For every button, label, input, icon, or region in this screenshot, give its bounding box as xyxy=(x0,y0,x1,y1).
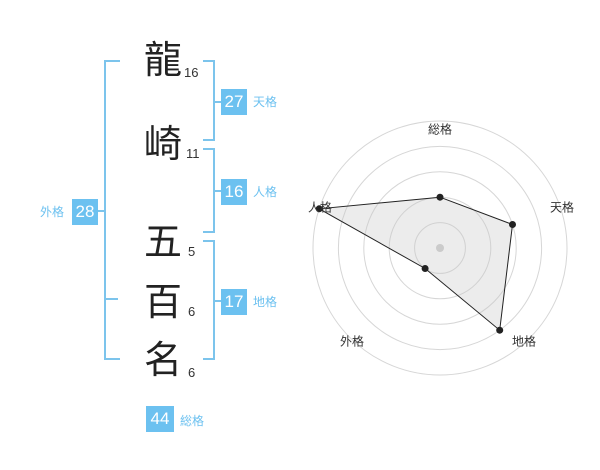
radar-axis-label: 地格 xyxy=(512,334,536,349)
name-char-4: 百 xyxy=(143,280,182,324)
jinkaku-connector xyxy=(213,190,221,192)
radar-value-polygon xyxy=(317,196,514,332)
jinkaku-label: 人格 xyxy=(253,185,278,199)
gaikaku-connector xyxy=(98,210,106,212)
radar-axis-label: 天格 xyxy=(550,200,574,215)
radar-point-4 xyxy=(421,265,429,272)
name-char-1: 龍 xyxy=(143,38,182,82)
radar-axis-label: 総格 xyxy=(428,122,452,137)
tenkaku-bracket xyxy=(203,60,215,141)
radar-point-1 xyxy=(436,193,444,201)
radar-center-dot xyxy=(436,244,444,252)
radar-grid-ring xyxy=(414,222,466,274)
tenkaku-label: 天格 xyxy=(253,95,278,109)
stroke-count-3: 5 xyxy=(188,244,196,259)
radar-point-2 xyxy=(509,221,516,228)
radar-grid-ring xyxy=(337,145,543,351)
gaikaku-label: 外格 xyxy=(40,205,65,219)
stroke-count-1: 16 xyxy=(184,65,199,80)
name-char-2: 崎 xyxy=(143,122,182,166)
chikaku-label: 地格 xyxy=(253,295,278,309)
radar-axis-label: 外格 xyxy=(340,334,364,349)
tenkaku-value: 27 xyxy=(221,89,247,115)
tenkaku-connector xyxy=(213,101,221,103)
radar-point-5 xyxy=(315,205,323,213)
gaikaku-bracket-tick xyxy=(104,298,118,300)
stroke-count-5: 6 xyxy=(188,365,196,380)
radar-point-3 xyxy=(496,326,504,334)
soukaku-value: 44 xyxy=(146,406,174,432)
soukaku-label: 総格 xyxy=(180,414,205,428)
gaikaku-value: 28 xyxy=(72,199,98,225)
chikaku-value: 17 xyxy=(221,289,247,315)
radar-axis-label: 人格 xyxy=(308,200,332,215)
stroke-count-2: 11 xyxy=(186,146,200,161)
radar-grid-ring xyxy=(312,120,568,376)
jinkaku-value: 16 xyxy=(221,179,247,205)
name-char-3: 五 xyxy=(143,220,182,264)
radar-grid-ring xyxy=(363,171,517,325)
stroke-count-4: 6 xyxy=(188,304,196,319)
chikaku-connector xyxy=(213,300,221,302)
name-char-5: 名 xyxy=(143,338,182,382)
